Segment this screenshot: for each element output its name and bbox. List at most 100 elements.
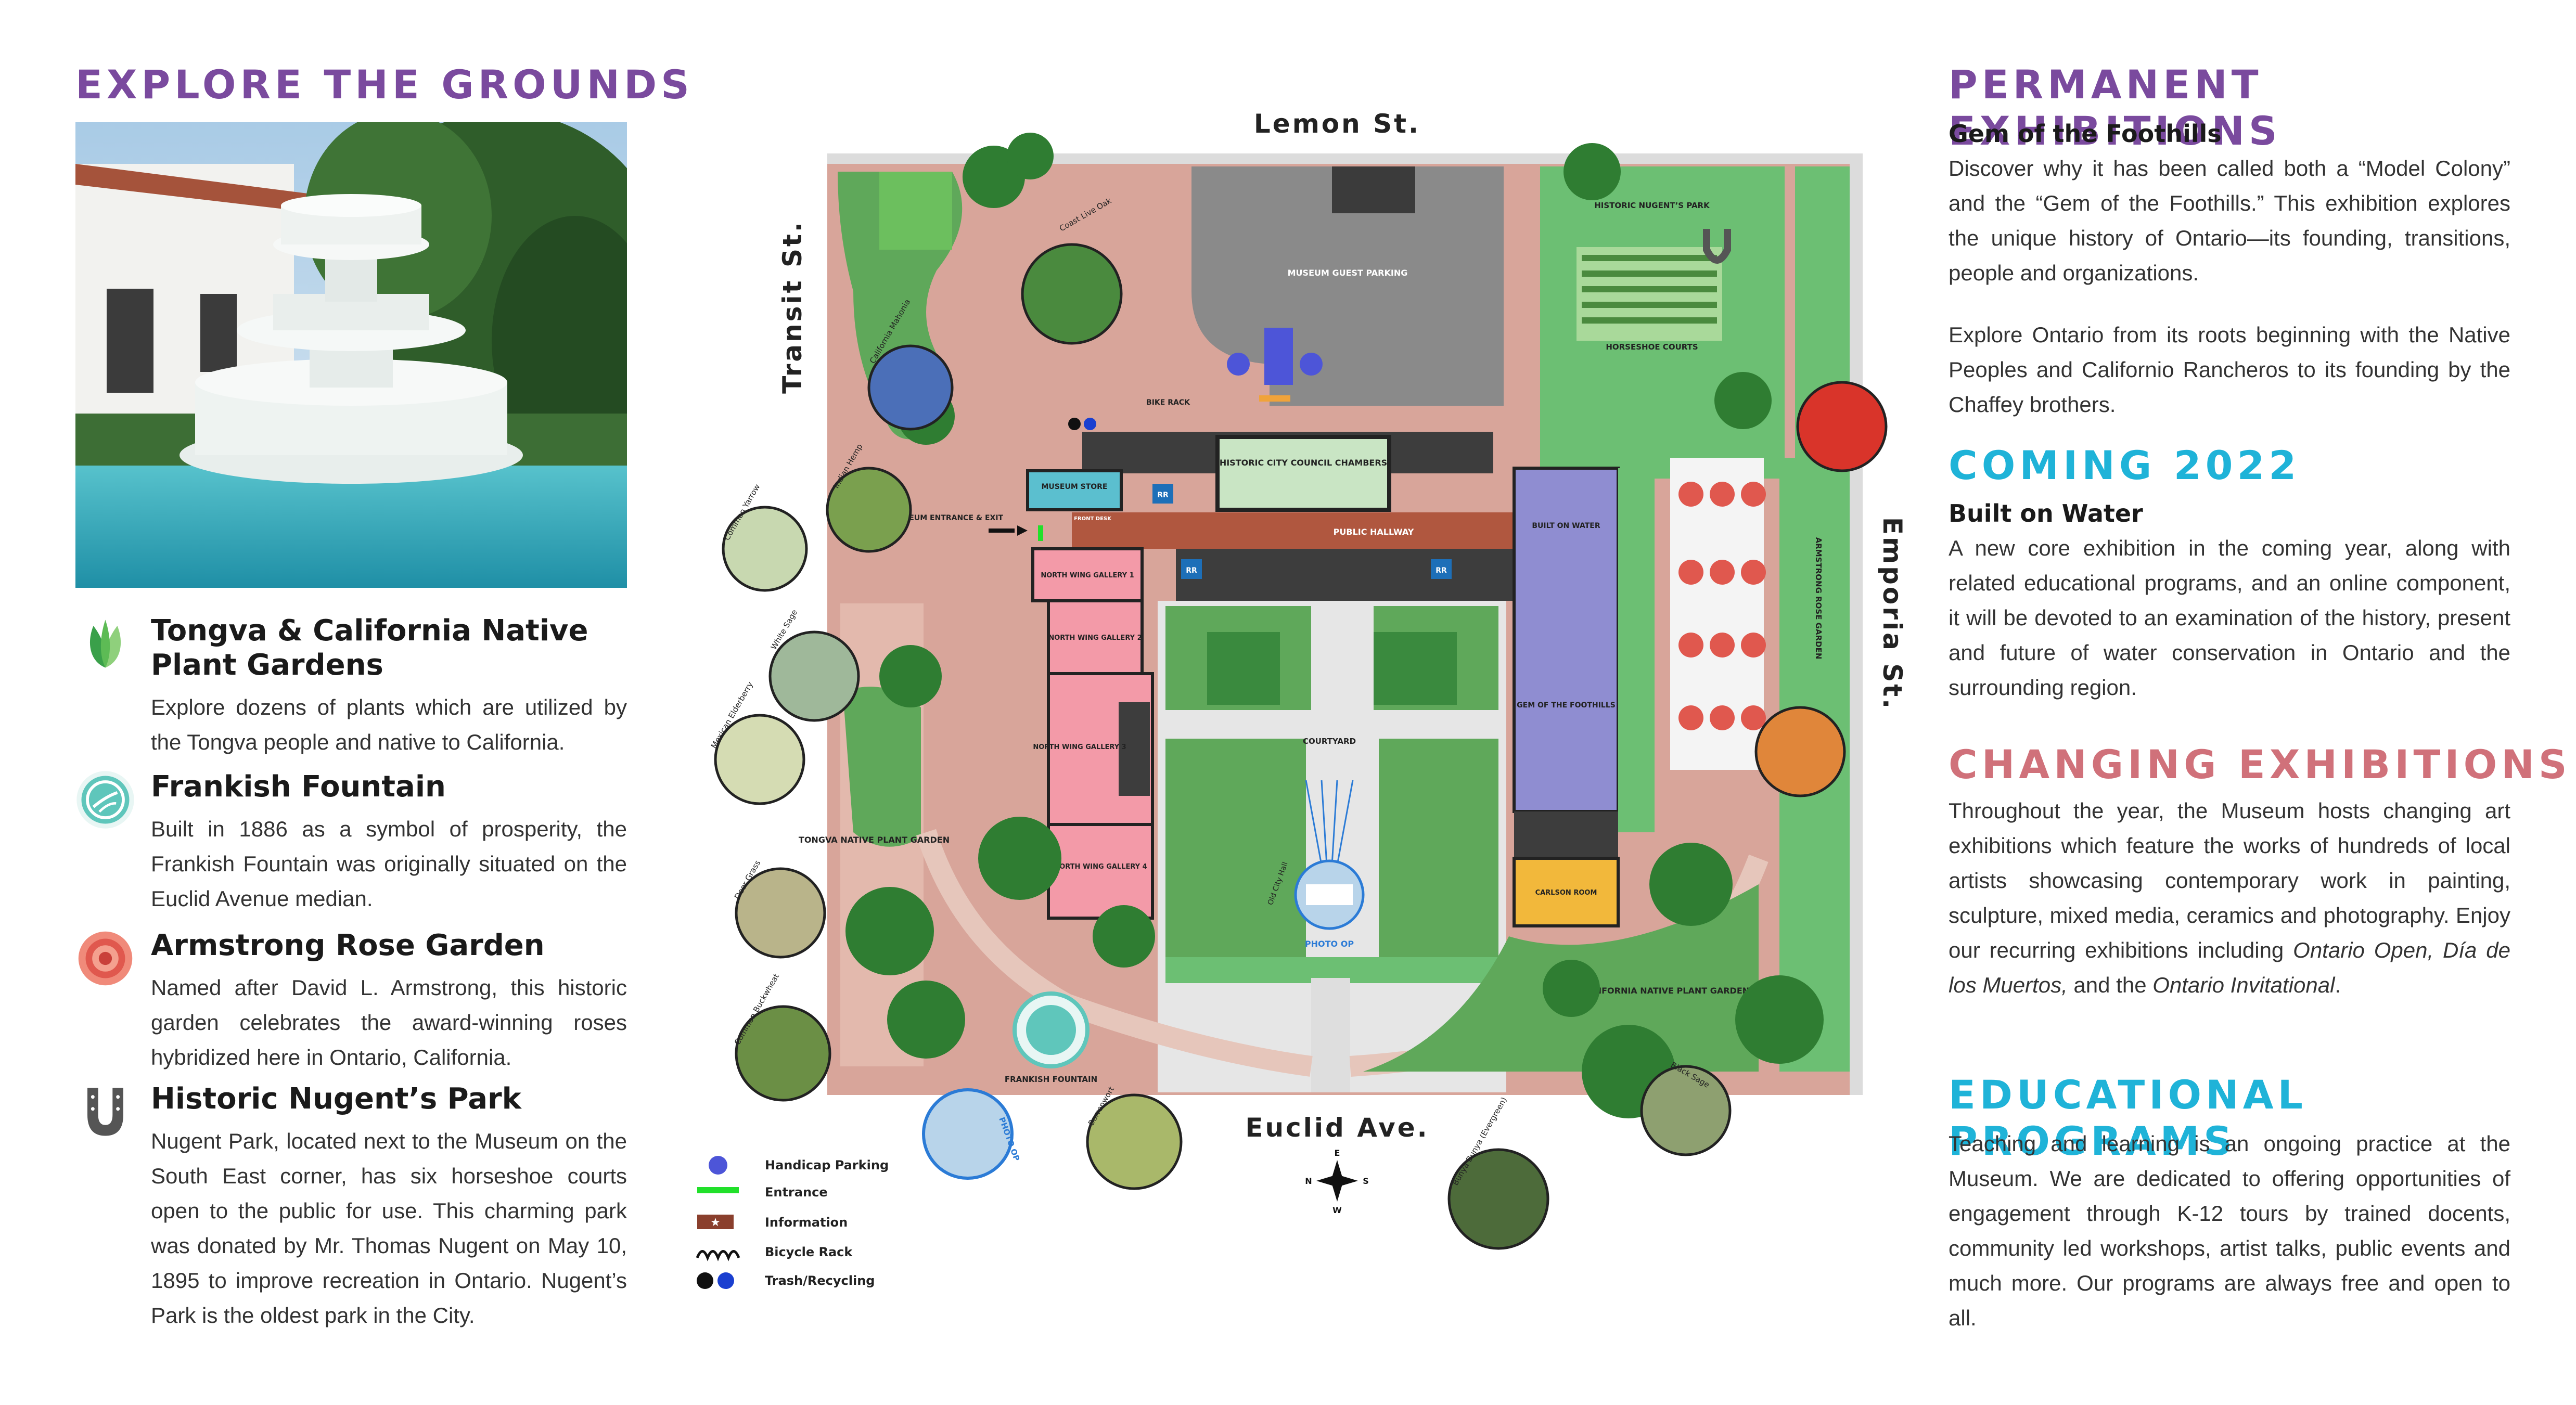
bicycle-rack-icon [696,1250,740,1261]
coming-block: Built on Water A new core exhibition in … [1949,499,2510,705]
feature-text: Nugent Park, located next to the Museum … [151,1129,627,1328]
fountain-icon [76,771,134,829]
legend-label: Trash/Recycling [765,1273,875,1288]
rr-label: RR [1186,566,1197,575]
rose-garden-label: ARMSTRONG ROSE GARDEN [1814,537,1823,660]
feature-title: Tongva & California Native Plant Gardens [151,614,588,682]
tree-canopy [845,133,1824,1118]
gallery3-label: NORTH WING GALLERY 3 [1033,743,1126,751]
carlson-room [1513,857,1620,927]
ontario-invitational: Ontario Invitational [2152,973,2335,997]
changing-text-a: Throughout the year, the Museum hosts ch… [1949,798,2510,962]
changing-exhibitions-title: CHANGING EXHIBITIONS [1949,741,2571,788]
carlson-label: CARLSON ROOM [1535,889,1597,897]
rr-label: RR [1436,566,1447,575]
museum-store [1026,469,1123,511]
feature-text: Explore dozens of plants which are utili… [151,695,627,755]
gallery4-label: NORTH WING GALLERY 4 [1054,863,1147,871]
information-star-icon [697,1215,734,1229]
changing-text-c: . [2335,973,2341,997]
legend-label: Information [765,1215,848,1230]
educational-programs-title: EDUCATIONAL PROGRAMS [1949,1072,2307,1164]
plant-callouts [714,243,1888,1250]
permanent-exhibitions-block: Gem of the Foothills Discover why it has… [1949,120,2510,422]
trash-icon [1068,418,1081,430]
handicap-icon [1300,353,1323,376]
gem-label: GEM OF THE FOOTHILLS [1517,701,1616,710]
rr-label: RR [1157,491,1169,499]
feature-title: Frankish Fountain [151,770,446,804]
feature-native-gardens: Tongva & California Native Plant Gardens… [75,614,627,759]
front-desk-label: FRONT DESK [1074,516,1112,522]
built-on-water-label: BUILT ON WATER [1532,522,1600,530]
changing-text-b: and the [2067,973,2153,997]
feature-frankish-fountain: Frankish Fountain Built in 1886 as a sym… [75,770,627,916]
council-label: HISTORIC CITY COUNCIL CHAMBERS [1220,458,1387,468]
feature-text: Built in 1886 as a symbol of prosperity,… [151,817,627,911]
gallery2-label: NORTH WING GALLERY 2 [1048,634,1142,642]
trash-recycling-icon [697,1272,713,1289]
map-legend: Handicap Parking Entrance ★ Information … [696,1156,889,1289]
education-block: Teaching and learning is an ongoing prac… [1949,1126,2510,1335]
street-emporia: Emporia St. [1877,517,1907,711]
permanent-text-2: Explore Ontario from its roots beginning… [1949,323,2510,417]
courtyard-label: COURTYARD [1303,737,1356,746]
tongva-garden-label: TONGVA NATIVE PLANT GARDEN [799,835,950,845]
svg-text:★: ★ [710,1216,721,1229]
street-euclid: Euclid Ave. [1245,1113,1429,1143]
nugents-park-label: HISTORIC NUGENT’S PARK [1594,201,1710,210]
north-wing-gallery-1 [1031,547,1144,602]
public-hallway [1072,512,1514,549]
california-garden-label: CALIFORNIA NATIVE PLANT GARDEN [1581,986,1749,996]
recycling-icon [1084,418,1096,430]
rose-icon [78,931,133,986]
horseshoe-courts-label: HORSESHOE COURTS [1606,342,1698,352]
legend-label: Bicycle Rack [765,1245,853,1259]
feature-rose-garden: Armstrong Rose Garden Named after David … [75,929,627,1075]
entrance-label: MUSEUM ENTRANCE & EXIT [891,514,1004,522]
coming-2022-title: COMING 2022 [1949,442,2301,488]
explore-grounds-title: EXPLORE THE GROUNDS [75,61,694,108]
changing-block: Throughout the year, the Museum hosts ch… [1949,793,2510,1002]
coming-text: A new core exhibition in the coming year… [1949,536,2510,700]
city-council-chambers [1215,435,1391,512]
permanent-text-1: Discover why it has been called both a “… [1949,156,2510,285]
fountain-label: FRANKISH FOUNTAIN [1005,1075,1097,1084]
feature-title: Historic Nugent’s Park [151,1082,521,1116]
rose-markers [1678,482,1766,730]
legend-label: Handicap Parking [765,1158,889,1172]
compass-label: W [1332,1205,1342,1215]
compass: E W N S [1305,1148,1368,1215]
feature-text: Named after David L. Armstrong, this his… [151,975,627,1070]
changing-text: Throughout the year, the Museum hosts ch… [1949,793,2510,1002]
permanent-exhibitions-title: PERMANENT EXHIBITIONS [1949,61,2282,154]
gem-subtitle: Gem of the Foothills [1949,120,2222,148]
feature-nugents-park: Historic Nugent’s Park Nugent Park, loca… [75,1082,627,1333]
hallway-label: PUBLIC HALLWAY [1334,527,1414,537]
leaf-icon [89,620,121,668]
north-wing-gallery-4 [1047,823,1154,920]
gallery1-label: NORTH WING GALLERY 1 [1041,572,1134,579]
compass-label: S [1363,1176,1369,1186]
compass-label: N [1305,1176,1312,1186]
compass-label: E [1335,1148,1340,1158]
entrance-line-icon [697,1187,739,1193]
bike-rack-label: BIKE RACK [1146,398,1190,407]
feature-title: Armstrong Rose Garden [151,929,545,962]
horseshoe-icon [87,1088,123,1136]
guest-parking-label: MUSEUM GUEST PARKING [1288,268,1408,278]
photo-op-label: PHOTO OP [1305,939,1354,949]
street-transit: Transit St. [777,220,808,394]
handicap-icon [709,1156,727,1175]
street-lemon: Lemon St. [1254,109,1420,139]
horseshoe-icon [1703,229,1731,264]
recurring-exhibitions: Ontario Open, Día de los Muertos, [1949,938,2510,997]
legend-label: Entrance [765,1185,828,1200]
built-on-water-wing [1513,467,1620,813]
education-text: Teaching and learning is an ongoing prac… [1949,1131,2510,1330]
store-label: MUSEUM STORE [1042,483,1108,491]
built-on-water-subtitle: Built on Water [1949,499,2143,527]
fountain-photo [75,122,627,588]
museum-grounds-map: Lemon St. Euclid Ave. Transit St. Empori… [696,109,1907,1289]
handicap-icon [1227,353,1250,376]
